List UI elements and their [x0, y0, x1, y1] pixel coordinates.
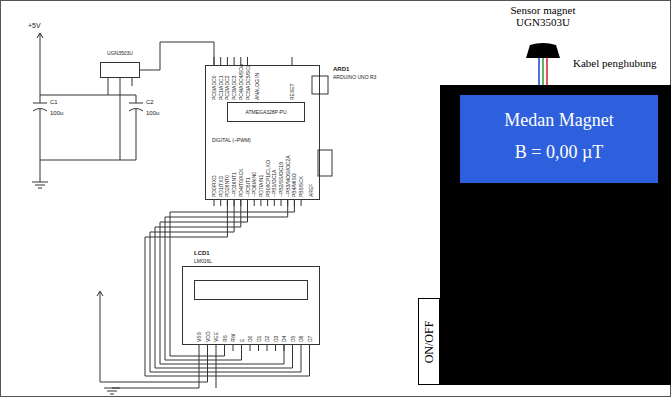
- pin-name: PC1/ADC1: [218, 76, 224, 100]
- lcd-outline: [182, 266, 320, 345]
- pin-name: DIGITAL (~PWM): [212, 137, 251, 143]
- pin-name: RESET: [289, 83, 295, 100]
- lcd-screen: [194, 280, 308, 300]
- pin-name: ANALOG IN: [254, 73, 260, 100]
- pin-name: ~PD3/INT1: [231, 172, 237, 197]
- pin-name: PD4/T0/XCK: [238, 168, 244, 197]
- display-reading: B = 0,00 µT: [460, 141, 658, 163]
- pin-name: VDD: [205, 331, 211, 342]
- pin-name: D2: [264, 336, 270, 342]
- pin-name: D5: [290, 336, 296, 342]
- signal-wire: [160, 200, 284, 364]
- lcd-module: LCD1LM016L: [182, 250, 320, 345]
- magnet-sensor-probe: Sensor magnet UGN3503U: [490, 4, 596, 58]
- pin-name: PC2/ADC2: [224, 76, 230, 100]
- pin-name: PB4/MISO: [291, 173, 297, 197]
- component-value: +5V: [28, 22, 41, 30]
- pin-name: AREF: [308, 184, 314, 197]
- pin-name: PC5/ADC5/SCL: [245, 64, 251, 100]
- pin-name: PC4/ADC4/SDA: [238, 64, 244, 100]
- microcontroller-chip: ATMEGA328P-PU: [227, 102, 305, 122]
- signal-wire: [140, 42, 214, 70]
- pin-name: RW: [230, 334, 236, 342]
- pin-name: VEE: [213, 332, 219, 342]
- part-name: UGN3503U: [90, 50, 150, 56]
- pin-name: D0: [247, 336, 253, 342]
- connecting-cable: [539, 58, 547, 85]
- component-value: 100u: [50, 110, 63, 117]
- part-name: ARDUINO UNO R3: [333, 74, 376, 81]
- pin-name: D7: [307, 336, 313, 342]
- part-reference: LCD1: [194, 250, 210, 257]
- pin-name: D3: [273, 336, 279, 342]
- pin-name: PD1/TXD: [218, 176, 224, 197]
- pin-name: PC3/ADC3: [231, 76, 237, 100]
- switch-label: ON/OFF: [422, 320, 436, 363]
- chip-name: ATMEGA328P-PU: [228, 109, 304, 115]
- pin-stubs: [145, 57, 310, 376]
- pin-name: PD2/INT0: [224, 175, 230, 197]
- sensor-body: [526, 42, 560, 58]
- pin-name: ~PB1/OC1A: [271, 170, 277, 197]
- pin-name: ~PB3/MOSI/OC2A: [285, 155, 291, 197]
- sensor-component: UGN3503U: [100, 50, 140, 78]
- pin-name: ~PD6/AIN0: [251, 172, 257, 197]
- display-title: Medan Magnet: [460, 109, 658, 131]
- power-switch: ON/OFF: [418, 298, 440, 385]
- sensor-heading: Sensor magnet UGN3503U: [503, 4, 583, 28]
- component-value: C1: [50, 99, 58, 106]
- pin-name: ~PD5/T1: [245, 177, 251, 197]
- meter-housing: Medan MagnetB = 0,00 µTON/OFF: [440, 85, 671, 385]
- pin-name: D1: [256, 336, 262, 342]
- pin-name: PB5/SCK: [298, 176, 304, 197]
- component-value: 100u: [146, 110, 159, 117]
- part-reference: ARD1: [333, 66, 349, 73]
- component-outline: [100, 62, 140, 78]
- pin-name: VSS: [196, 332, 202, 342]
- pin-name: PC0/ADC0: [211, 76, 217, 100]
- pin-name: D6: [298, 336, 304, 342]
- pin-name: ~PB2/SS/OC1B: [278, 162, 284, 197]
- pin-name: PB0/ICP1/CLKO: [265, 160, 271, 197]
- component-value: C2: [146, 99, 154, 106]
- lcd-display: Medan Magnet B = 0,00 µT: [460, 95, 658, 183]
- pin-name: PD0/RXD: [211, 175, 217, 197]
- pin-name: RS: [222, 335, 228, 342]
- part-name: LM016L: [194, 258, 212, 265]
- pin-name: PD7/AIN1: [258, 175, 264, 197]
- pin-name: D4: [281, 336, 287, 342]
- pin-name: E: [239, 339, 245, 342]
- power-circuit: [32, 33, 332, 394]
- cable-label: Kabel penghubung: [573, 57, 656, 70]
